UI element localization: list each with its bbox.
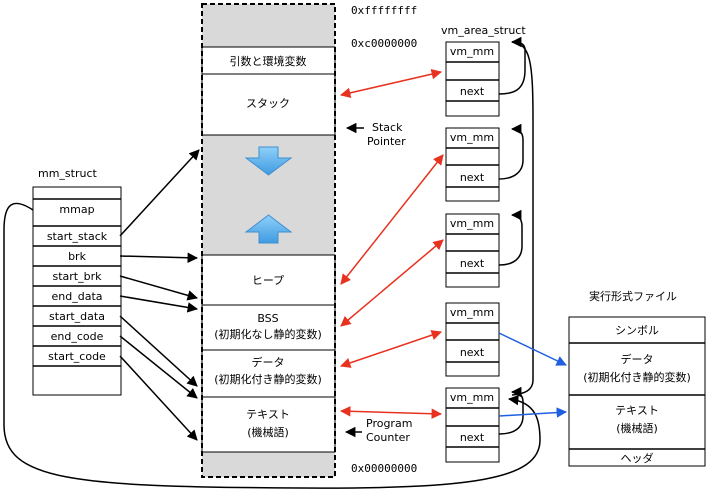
stack-pointer-label: Stack bbox=[372, 121, 403, 134]
address-bottom: 0x00000000 bbox=[351, 462, 417, 475]
stack-label: スタック bbox=[246, 97, 290, 110]
next-chain-arrow bbox=[511, 41, 534, 396]
heap-block bbox=[201, 254, 336, 306]
mm-field-end-data: end_data bbox=[52, 290, 103, 303]
data-label: データ bbox=[252, 355, 285, 369]
exec-symbol: シンボル bbox=[615, 324, 659, 337]
exec-file: 実行形式ファイル シンボル データ (初期化付き静的変数) テキスト (機械語)… bbox=[568, 289, 706, 467]
memory-outline bbox=[201, 3, 336, 478]
mmap-loop-arrow bbox=[3, 202, 541, 489]
mm-field-mmap: mmap bbox=[59, 203, 94, 216]
memory-column: 引数と環境変数 スタック ヒープ BSS (初期化なし静的変数) データ (初期… bbox=[201, 3, 336, 478]
stack-pointer-label-2: Pointer bbox=[367, 135, 406, 148]
text-label: テキスト bbox=[246, 408, 290, 421]
address-top: 0xffffffff bbox=[351, 4, 417, 17]
env-block bbox=[201, 46, 336, 75]
vm-area-4: vm_mm next bbox=[445, 302, 500, 377]
data-sublabel: (初期化付き静的変数) bbox=[214, 372, 322, 386]
mm-field-brk: brk bbox=[68, 250, 87, 263]
exec-data: データ bbox=[621, 352, 654, 366]
vm-mm-5: vm_mm bbox=[450, 391, 494, 404]
program-counter-label: Program bbox=[366, 417, 412, 430]
next-2: next bbox=[460, 171, 485, 184]
vm-area-2: vm_mm next bbox=[445, 127, 500, 202]
mm-struct-title: mm_struct bbox=[38, 167, 98, 180]
mm-field-start-brk: start_brk bbox=[53, 270, 103, 283]
mm-field-end-code: end_code bbox=[51, 330, 104, 343]
heap-label: ヒープ bbox=[252, 274, 284, 287]
heap-grow-up-arrow bbox=[244, 214, 293, 244]
vm-area-title: vm_area_struct bbox=[441, 24, 526, 37]
vm-area-1: vm_mm next bbox=[445, 41, 500, 117]
exec-file-box bbox=[568, 316, 706, 467]
exec-header: ヘッダ bbox=[621, 451, 654, 465]
vm-mm-arrows bbox=[498, 36, 534, 435]
mm-struct-arrows bbox=[3, 149, 541, 489]
vm-area-5: vm_mm next bbox=[445, 387, 500, 463]
file-arrows bbox=[498, 332, 568, 418]
bss-label: BSS bbox=[257, 312, 278, 325]
program-counter-label-2: Counter bbox=[366, 431, 410, 444]
vm-mm-2: vm_mm bbox=[450, 131, 494, 144]
memory-top-gray bbox=[202, 4, 335, 47]
vm-mm-3: vm_mm bbox=[450, 217, 494, 230]
next-1: next bbox=[460, 85, 485, 98]
mm-struct: mm_struct mmap start_stack brk start_brk… bbox=[32, 167, 122, 396]
vm-mm-4: vm_mm bbox=[450, 306, 494, 319]
stack-grow-down-arrow bbox=[244, 146, 293, 176]
exec-text: テキスト bbox=[615, 404, 659, 417]
exec-file-title: 実行形式ファイル bbox=[589, 289, 677, 303]
vm-mm-1: vm_mm bbox=[450, 45, 494, 58]
next-3: next bbox=[460, 257, 485, 270]
stack-block bbox=[201, 73, 336, 136]
mm-struct-box bbox=[32, 186, 122, 396]
bss-sublabel: (初期化なし静的変数) bbox=[214, 327, 322, 341]
text-block bbox=[201, 396, 336, 453]
mm-field-start-data: start_data bbox=[49, 310, 105, 323]
env-label: 引数と環境変数 bbox=[230, 54, 307, 68]
vm-area-3: vm_mm next bbox=[445, 213, 500, 288]
mm-field-start-stack: start_stack bbox=[47, 230, 108, 243]
memory-bottom-gray bbox=[202, 452, 335, 477]
exec-text-sub: (機械語) bbox=[616, 421, 658, 435]
mm-field-start-code: start_code bbox=[48, 350, 106, 363]
next-4: next bbox=[460, 346, 485, 359]
next-5: next bbox=[460, 431, 485, 444]
text-sublabel: (機械語) bbox=[247, 425, 289, 439]
exec-data-sub: (初期化付き静的変数) bbox=[583, 370, 691, 384]
region-arrows bbox=[339, 69, 444, 419]
address-kernel: 0xc0000000 bbox=[351, 37, 417, 50]
